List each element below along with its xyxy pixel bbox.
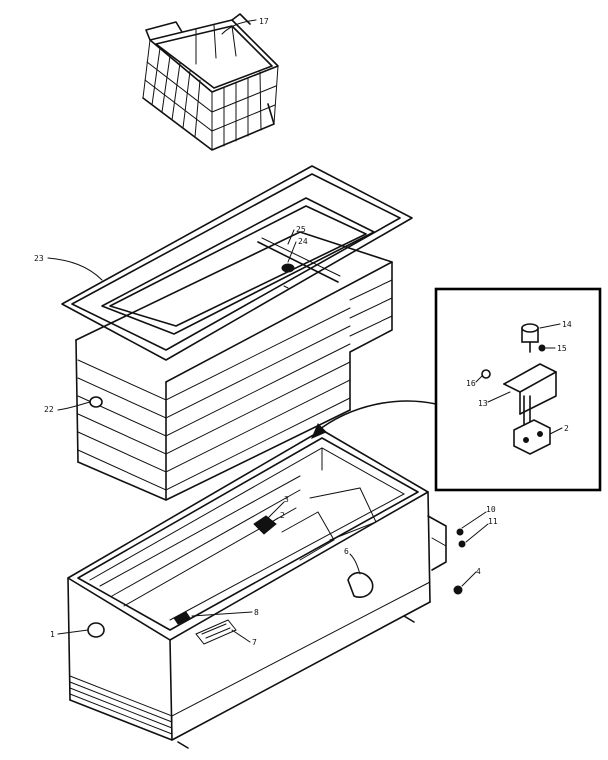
callout-25: 25 <box>296 225 306 234</box>
callout-8: 8 <box>254 608 259 617</box>
screw-4 <box>453 585 463 595</box>
drain-plug-1 <box>87 622 105 638</box>
callout-2-inset: 2 <box>564 424 569 433</box>
callout-15: 15 <box>557 344 567 353</box>
screw-11 <box>458 540 466 548</box>
inset-pointer-arrow <box>315 400 437 433</box>
inset-frame <box>434 287 602 492</box>
leader-lines <box>47 19 563 643</box>
rating-plate-7 <box>195 619 237 645</box>
callout-4: 4 <box>476 567 481 576</box>
cabinet <box>67 429 466 749</box>
callout-7: 7 <box>252 638 257 647</box>
lock-6 <box>347 571 374 598</box>
screw-10 <box>456 528 464 536</box>
thermostat-3 <box>253 515 277 535</box>
callout-14: 14 <box>562 320 572 329</box>
wire-basket <box>142 13 279 151</box>
lid-gasket <box>61 165 413 361</box>
callout-1: 1 <box>50 630 55 639</box>
callout-3: 3 <box>284 495 289 504</box>
callout-2: 2 <box>280 511 285 520</box>
part-8 <box>173 611 191 625</box>
callout-23: 23 <box>34 254 44 263</box>
callout-24: 24 <box>298 237 308 246</box>
callout-6: 6 <box>344 547 349 556</box>
detail-inset <box>434 287 602 492</box>
callout-17: 17 <box>259 17 269 26</box>
callout-11: 11 <box>488 517 498 526</box>
callout-13: 13 <box>478 399 488 408</box>
callout-22: 22 <box>44 405 54 414</box>
callout-10: 10 <box>486 505 496 514</box>
callout-16: 16 <box>466 379 476 388</box>
cabinet-liner <box>75 231 393 501</box>
